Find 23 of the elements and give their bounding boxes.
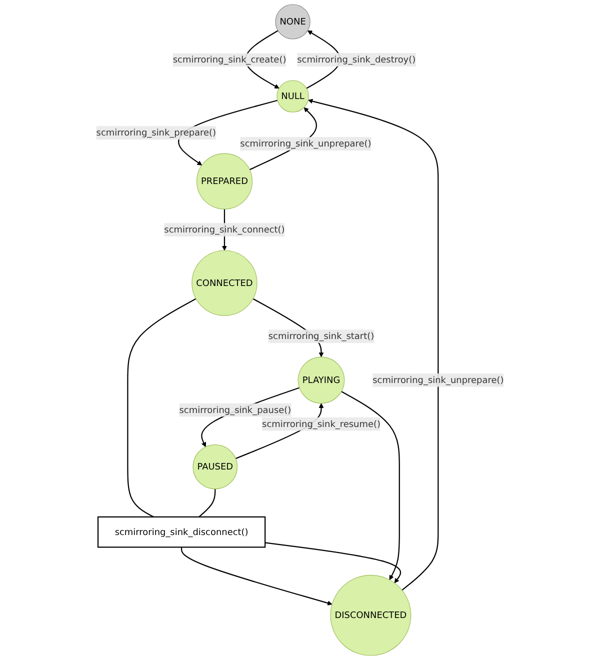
connector xyxy=(127,298,196,518)
edge-label: scmirroring_sink_destroy() xyxy=(297,54,416,65)
edge-label: scmirroring_sink_create() xyxy=(172,54,286,65)
edge-label: scmirroring_sink_unprepare() xyxy=(240,138,372,149)
connector xyxy=(198,488,216,518)
edge-label: scmirroring_sink_prepare() xyxy=(96,127,216,138)
edge-label: scmirroring_sink_resume() xyxy=(262,418,380,430)
node-circle: PAUSED xyxy=(192,444,238,490)
node-circle: NULL xyxy=(276,80,309,112)
edge-label: scmirroring_sink_start() xyxy=(268,330,374,342)
arrow xyxy=(265,542,402,584)
node-circle: PLAYING xyxy=(298,356,345,404)
node-box: scmirroring_sink_disconnect() xyxy=(97,516,266,548)
node-circle: CONNECTED xyxy=(192,250,258,316)
node-circle: PREPARED xyxy=(196,153,252,210)
edge-label: scmirroring_sink_pause() xyxy=(179,404,292,416)
edge-label: scmirroring_sink_connect() xyxy=(164,224,285,235)
arrow xyxy=(341,390,400,580)
arrow xyxy=(308,98,439,591)
node-circle: NONE xyxy=(275,4,310,40)
arrow xyxy=(181,547,332,606)
edge-label: scmirroring_sink_unprepare() xyxy=(372,374,504,386)
node-circle: DISCONNECTED xyxy=(330,574,412,656)
